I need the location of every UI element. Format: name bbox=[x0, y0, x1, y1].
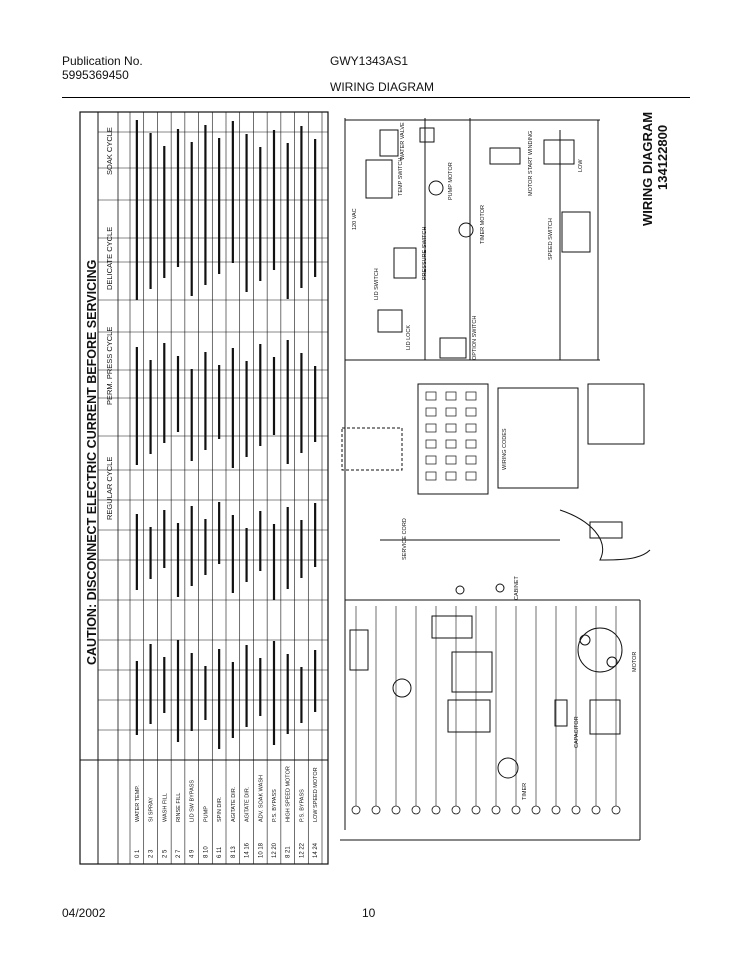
lid-lock-box bbox=[377, 309, 403, 333]
water-valve-label: WATER VALVE bbox=[400, 122, 406, 160]
service-cord-label: SERVICE CORD bbox=[402, 518, 408, 560]
circuit-labels: 0 1 WATER TEMP. 2 3 SI SPRAY 2 5 WASH FILL 2 7… bbox=[135, 766, 319, 858]
timer-columns bbox=[129, 112, 323, 864]
circuit-name: P.S. BYPASS bbox=[272, 789, 278, 822]
capacitor-label: CAPACITOR bbox=[574, 716, 580, 748]
terminal-label: 14 16 bbox=[245, 842, 251, 858]
low-speed-winding bbox=[543, 139, 575, 165]
timer-chart-frame bbox=[79, 111, 329, 865]
circuit-name: ADV. SOAK WASH bbox=[258, 775, 264, 822]
water-valve-lower bbox=[451, 651, 493, 693]
timer-motor-label: TIMER MOTOR bbox=[480, 205, 486, 244]
publication-label: Publication No. bbox=[62, 54, 143, 68]
timer-motor-lower bbox=[497, 757, 519, 779]
capacitor-lower bbox=[554, 699, 568, 727]
terminal-label: 6 11 bbox=[217, 846, 223, 858]
terminal-label: 14 24 bbox=[313, 842, 319, 858]
pressure-switch-label: PRESSURE SWITCH bbox=[422, 226, 428, 280]
footer-date: 04/2002 bbox=[62, 906, 106, 920]
circuit-name: P.S. BYPASS bbox=[299, 789, 305, 822]
terminal-label: 0 1 bbox=[135, 849, 141, 858]
cycle-name-soak: SOAK CYCLE bbox=[105, 127, 114, 175]
motor-start-label: MOTOR START WINDING bbox=[528, 131, 534, 196]
schematic bbox=[340, 118, 651, 841]
terminal-label: 8 21 bbox=[286, 846, 292, 858]
terminal-label: 4 9 bbox=[190, 849, 196, 858]
terminal-label: 2 7 bbox=[176, 849, 182, 858]
terminal-label: 8 10 bbox=[203, 846, 209, 858]
terminal-label: 10 18 bbox=[258, 842, 264, 858]
timer-plug-box bbox=[417, 383, 489, 495]
diagram-title: WIRING DIAGRAM bbox=[330, 80, 434, 94]
terminal-label: 12 22 bbox=[299, 842, 305, 858]
cycle-name-delicate: DELICATE CYCLE bbox=[105, 227, 114, 290]
circuit-name: WASH FILL bbox=[162, 793, 168, 822]
pump-motor-symbol bbox=[428, 180, 444, 196]
circuit-name: PUMP bbox=[203, 806, 209, 822]
circuit-name: WATER TEMP. bbox=[135, 785, 141, 822]
page-number: 10 bbox=[362, 906, 376, 920]
circuit-name: HIGH SPEED MOTOR bbox=[286, 766, 292, 822]
speed-switch-label: SPEED SWITCH bbox=[548, 218, 554, 260]
cycle-name-perm-press: PERM. PRESS CYCLE bbox=[105, 327, 114, 405]
lid-lock-label: LID LOCK bbox=[406, 325, 412, 350]
lid-switch-label: LID SWITCH bbox=[374, 268, 380, 300]
terminal-label: 2 5 bbox=[162, 849, 168, 858]
publication-number: 5995369450 bbox=[62, 68, 129, 82]
side-number: 134122800 bbox=[655, 125, 670, 190]
model-number: GWY1343AS1 bbox=[330, 54, 409, 68]
header-rule bbox=[62, 97, 690, 98]
pump-motor-label: PUMP MOTOR bbox=[448, 162, 454, 200]
terminal-label: 12 20 bbox=[272, 842, 278, 858]
timer-label: TIMER bbox=[522, 783, 528, 800]
circuit-name: AGITATE DIR. bbox=[245, 786, 251, 822]
cold-valve bbox=[419, 127, 435, 143]
side-title: WIRING DIAGRAM bbox=[640, 112, 655, 226]
wiring-codes-label: WIRING CODES bbox=[502, 428, 508, 470]
circuit-name: SPIN DIR. bbox=[217, 796, 223, 822]
speed-switch-box bbox=[561, 211, 591, 253]
terminal-label: 8 13 bbox=[231, 846, 237, 858]
circuit-name: LOW SPEED MOTOR bbox=[313, 767, 319, 822]
motor-start-winding bbox=[489, 147, 521, 165]
circuit-name: RINSE FILL bbox=[176, 793, 182, 822]
temp-switch-box bbox=[365, 159, 393, 199]
drive-motor bbox=[577, 627, 623, 673]
cycle-name-regular: REGULAR CYCLE bbox=[105, 457, 114, 520]
lid-switch-lower bbox=[349, 629, 369, 671]
timer-bars bbox=[135, 120, 317, 749]
pressure-switch-box bbox=[393, 247, 417, 279]
circuit-name: SI SPRAY bbox=[149, 797, 155, 822]
circuit-name: LID SW BYPASS bbox=[190, 780, 196, 822]
timer-motor-symbol bbox=[458, 222, 474, 238]
caution-text: CAUTION: DISCONNECT ELECTRIC CURRENT BEF… bbox=[85, 260, 99, 665]
water-valve-coil bbox=[379, 129, 399, 157]
option-switch-label: OPTION SWITCH bbox=[472, 316, 478, 360]
option-switch-box bbox=[439, 337, 467, 359]
voltage-label: 120 VAC bbox=[352, 208, 358, 230]
terminal-label: 2 3 bbox=[149, 849, 155, 858]
wiring-codes-table bbox=[497, 387, 579, 489]
low-speed-label: LOW bbox=[578, 159, 584, 172]
motor-label: MOTOR bbox=[632, 652, 638, 672]
pump-motor-lower bbox=[392, 678, 412, 698]
circuit-name: AGITATE DIR. bbox=[231, 786, 237, 822]
washer-codes-table bbox=[587, 383, 645, 445]
timer-chart bbox=[79, 111, 329, 865]
speed-switch-lower bbox=[589, 699, 621, 735]
delay-module bbox=[341, 427, 403, 471]
timer-rows bbox=[98, 131, 328, 761]
cabinet-label: CABINET bbox=[514, 576, 520, 600]
temp-switch-label: TEMP SWITCH bbox=[398, 158, 404, 196]
